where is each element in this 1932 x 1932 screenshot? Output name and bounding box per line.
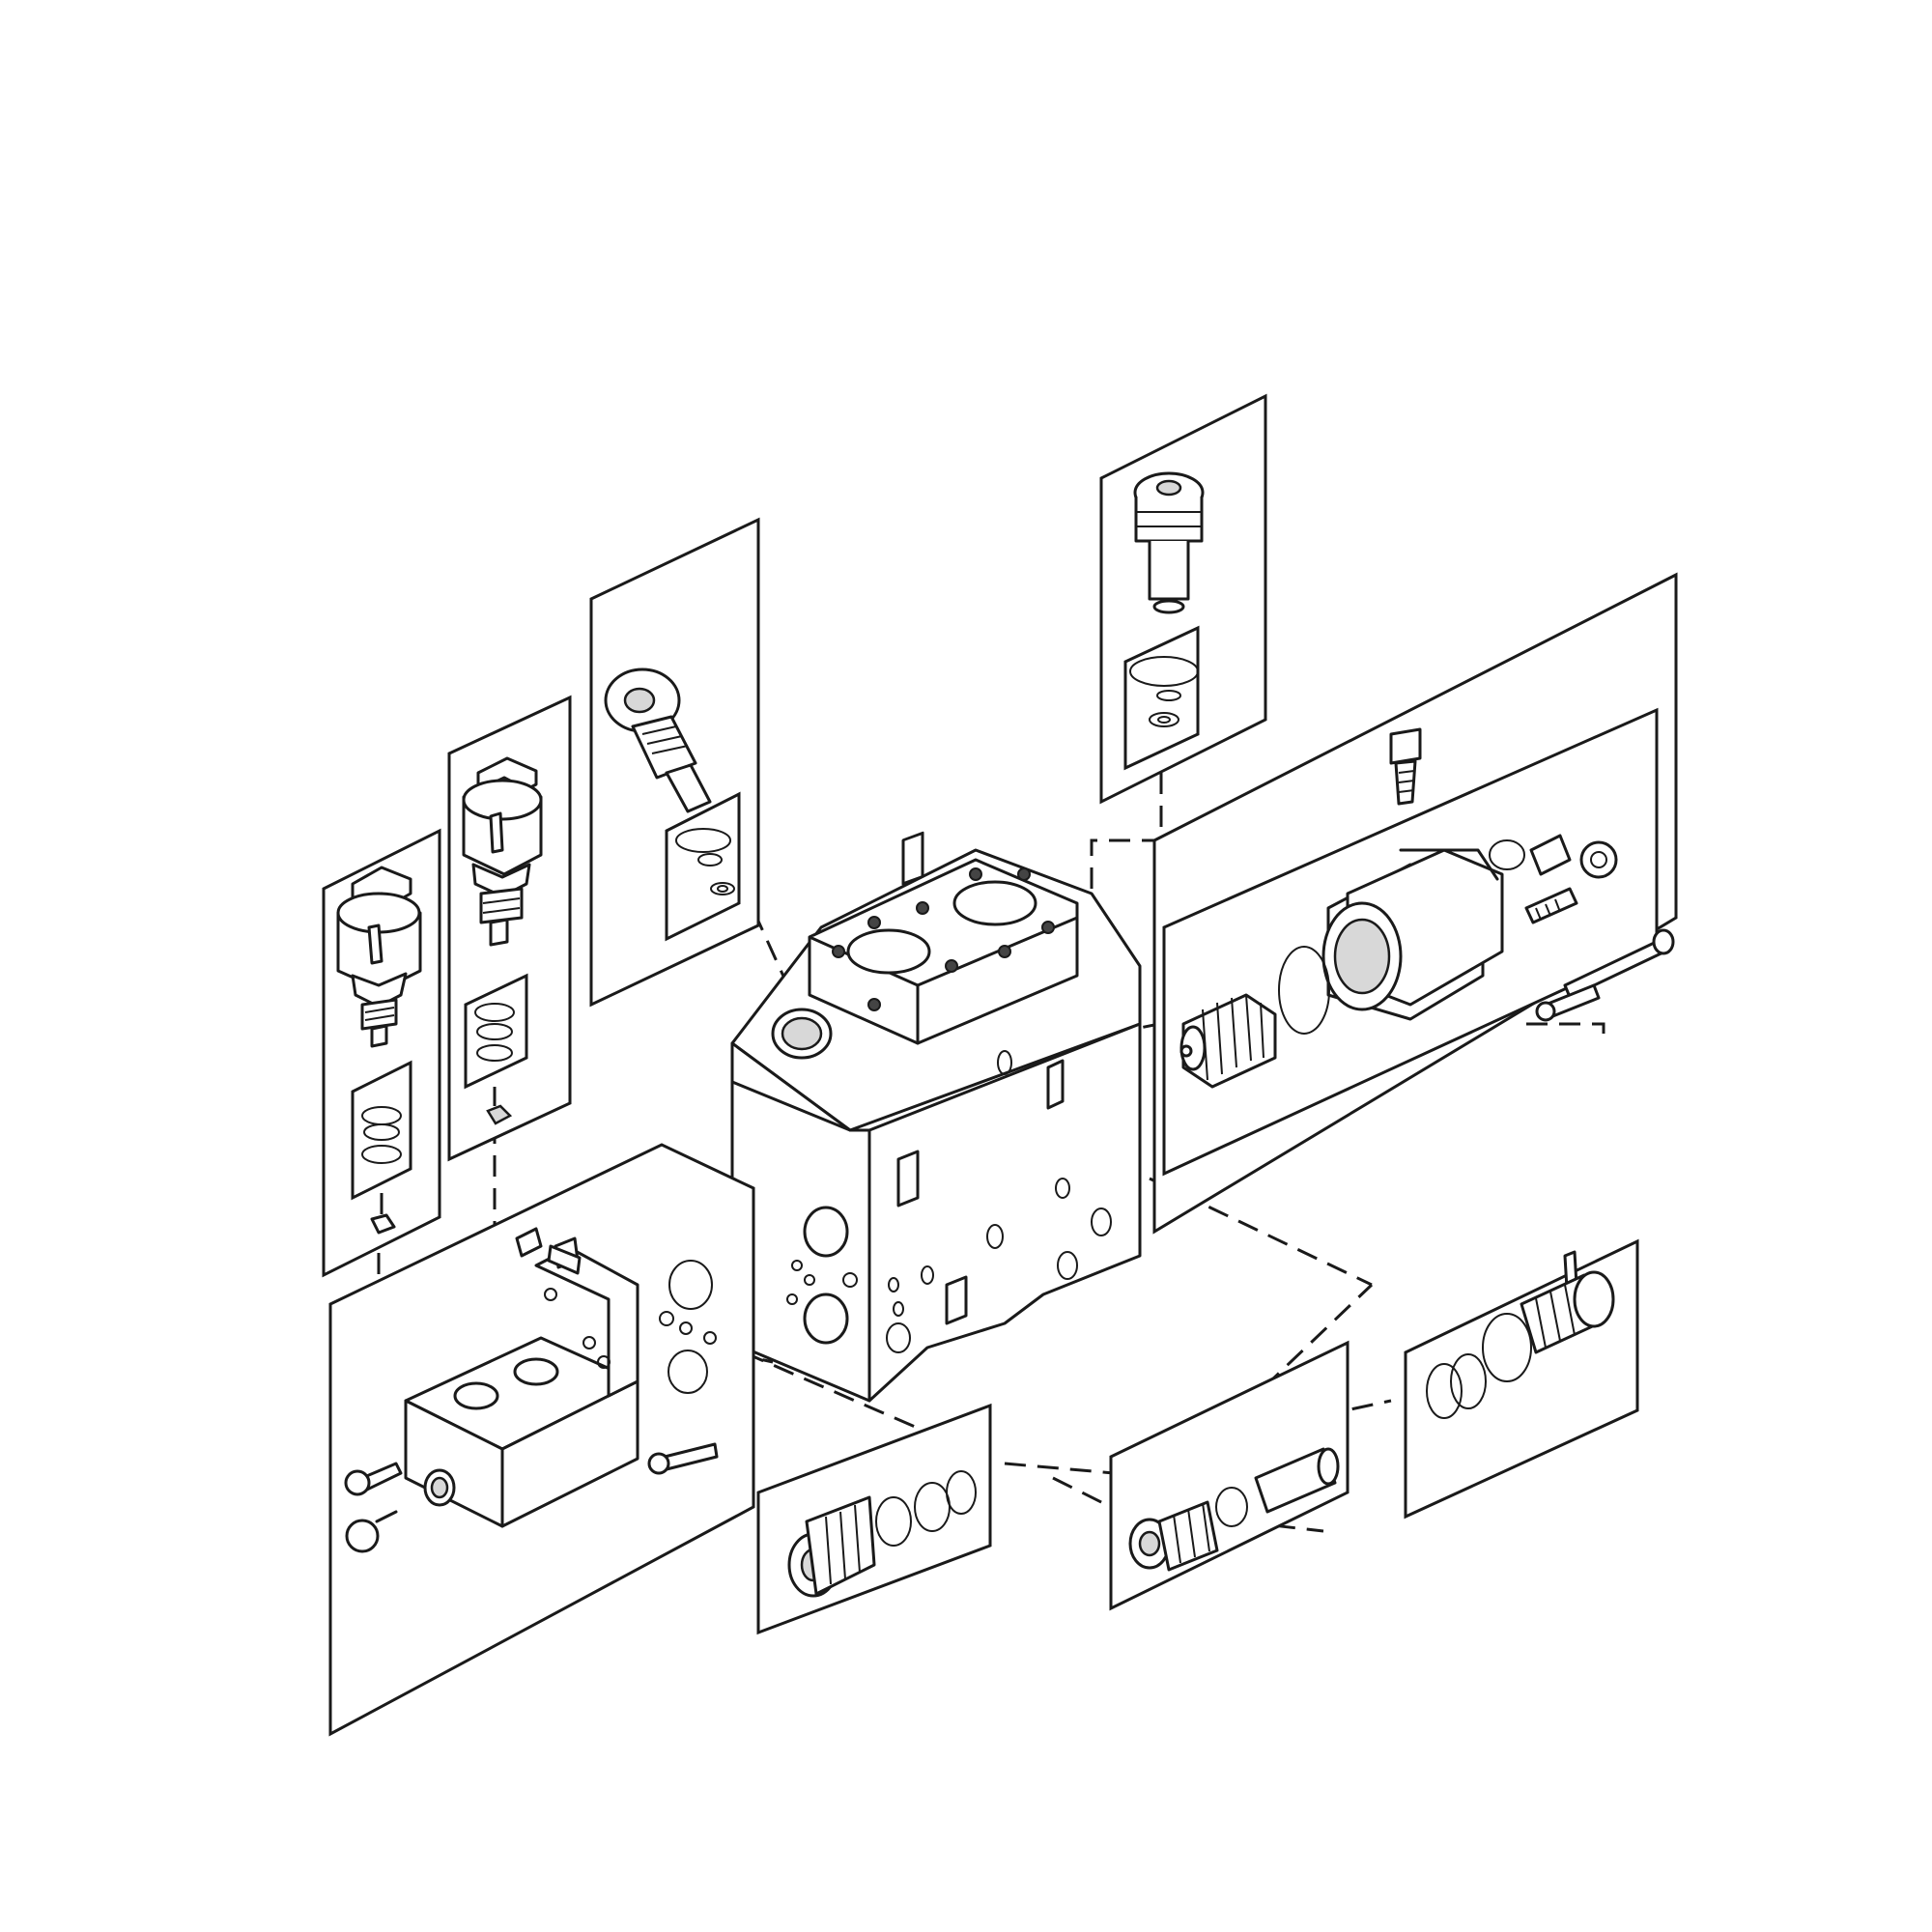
left-solenoid-panel: [322, 828, 441, 1278]
left-block-panel: [328, 1143, 755, 1737]
cartridge-valve-panel: [1099, 393, 1267, 805]
second-solenoid-panel: [447, 695, 572, 1162]
main-valve-housing: [730, 831, 1142, 1403]
relief-valve-panel: [589, 517, 760, 1008]
bottom-center-spool-panel: [1109, 1340, 1350, 1611]
housing-port-seals: [659, 1260, 717, 1394]
right-spool-panel: [1404, 1238, 1639, 1520]
priority-valve-panel: [1152, 572, 1678, 1235]
bottom-spool-panel: [756, 1403, 992, 1635]
